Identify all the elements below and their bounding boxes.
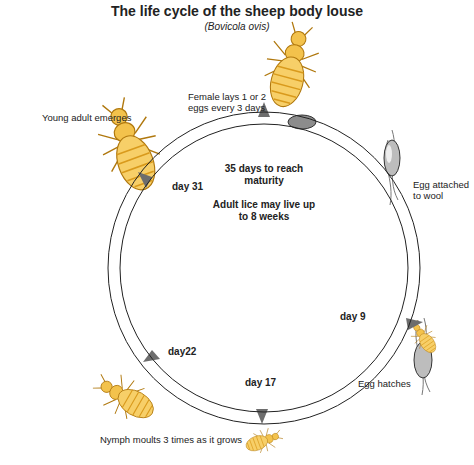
stage-label: day 31 xyxy=(172,181,212,193)
stage-label: day22 xyxy=(168,346,208,358)
ring-note: 35 days to reach maturity xyxy=(219,163,309,186)
stage-label: day 9 xyxy=(340,311,380,323)
stage-label: day 17 xyxy=(245,377,285,389)
diagram-title: The life cycle of the sheep body louse xyxy=(0,3,474,19)
stage-label: Egg attached to wool xyxy=(413,180,469,202)
stage-label: Egg hatches xyxy=(358,379,428,390)
species-name: (Bovicola ovis) xyxy=(0,21,474,33)
ring-note: Adult lice may live up to 8 weeks xyxy=(211,199,317,222)
stage-label: Young adult emerges xyxy=(42,113,152,124)
stage-label: Nymph moults 3 times as it grows xyxy=(100,435,300,446)
stage-label: Female lays 1 or 2 eggs every 3 days xyxy=(188,92,284,114)
